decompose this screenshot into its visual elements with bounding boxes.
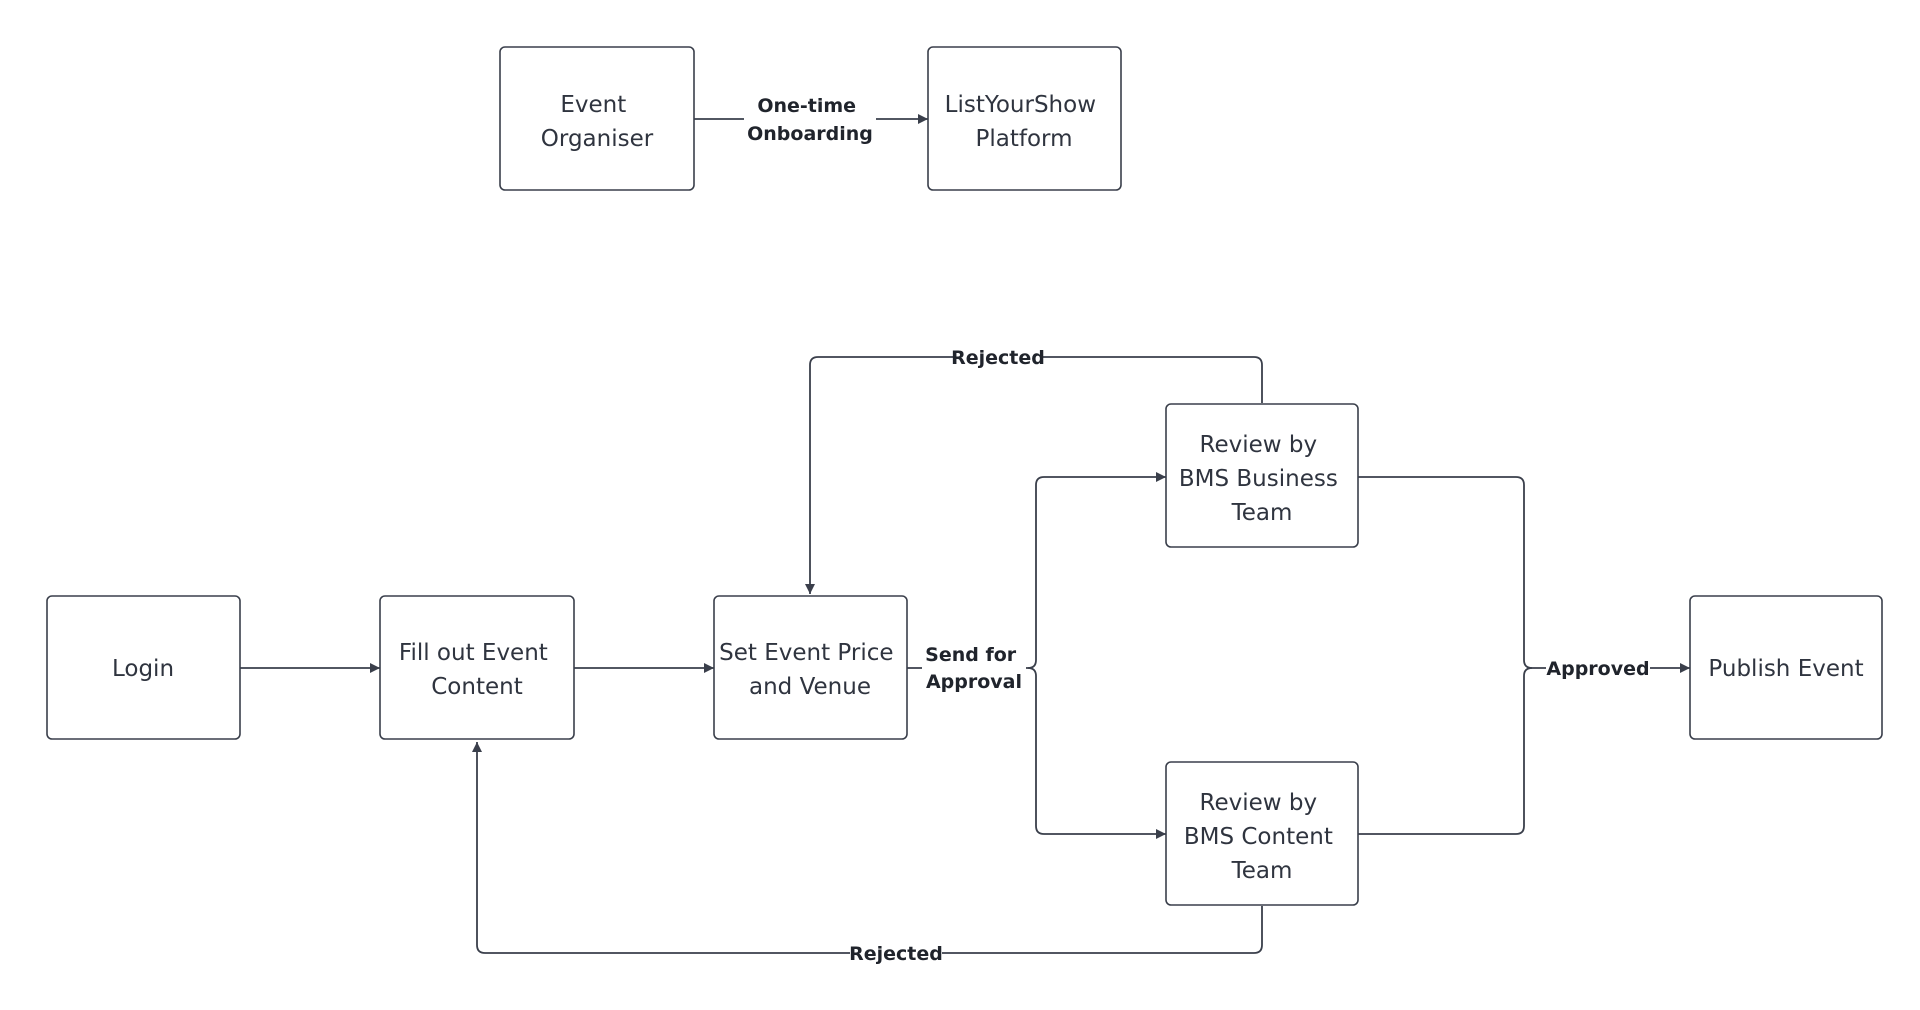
edge-send-for-approval-content xyxy=(1027,667,1166,839)
edge-labels: One-time Onboarding Send for Approval Re… xyxy=(744,92,1650,966)
edge-label-text: Approved xyxy=(1546,658,1649,680)
node-listyourshow-platform: ListYourShow Platform xyxy=(927,46,1122,191)
edge-label-text: Rejected xyxy=(849,943,943,965)
edge-rejected-content xyxy=(472,742,1263,954)
edge-send-for-approval-business xyxy=(907,472,1166,669)
edge-approved-business xyxy=(1358,476,1690,673)
node-fill-out-event-content: Fill out Event Content xyxy=(379,595,575,740)
node-label: Review by BMS Content Team xyxy=(1184,790,1340,884)
edges xyxy=(240,114,1690,954)
node-label: Review by BMS Business Team xyxy=(1179,432,1345,526)
node-label: Login xyxy=(112,656,174,682)
edge-label-approved: Approved xyxy=(1546,655,1650,681)
node-label: Event Organiser xyxy=(541,92,654,152)
edge-label-onboarding: One-time Onboarding xyxy=(744,92,876,146)
node-label: Publish Event xyxy=(1708,656,1863,682)
edge-label-text: Rejected xyxy=(951,347,1045,369)
edge-label-text: One-time Onboarding xyxy=(747,95,873,145)
edge-label-rejected-business: Rejected xyxy=(951,344,1045,370)
edge-approved-content xyxy=(1358,667,1533,835)
edge-label-text: Send for Approval xyxy=(925,644,1023,693)
edge-label-send-for-approval: Send for Approval xyxy=(922,640,1026,696)
node-review-bms-content: Review by BMS Content Team xyxy=(1165,761,1359,906)
node-publish-event: Publish Event xyxy=(1689,595,1883,740)
node-label: Set Event Price and Venue xyxy=(719,640,901,700)
node-review-bms-business: Review by BMS Business Team xyxy=(1165,403,1359,548)
node-label: Fill out Event Content xyxy=(399,640,555,700)
node-set-event-price-and-venue: Set Event Price and Venue xyxy=(713,595,908,740)
node-label: ListYourShow Platform xyxy=(945,92,1104,152)
edge-label-rejected-content: Rejected xyxy=(849,940,943,966)
node-event-organiser: Event Organiser xyxy=(499,46,695,191)
node-login: Login xyxy=(46,595,241,740)
nodes: Event Organiser ListYourShow Platform Lo… xyxy=(46,46,1883,906)
